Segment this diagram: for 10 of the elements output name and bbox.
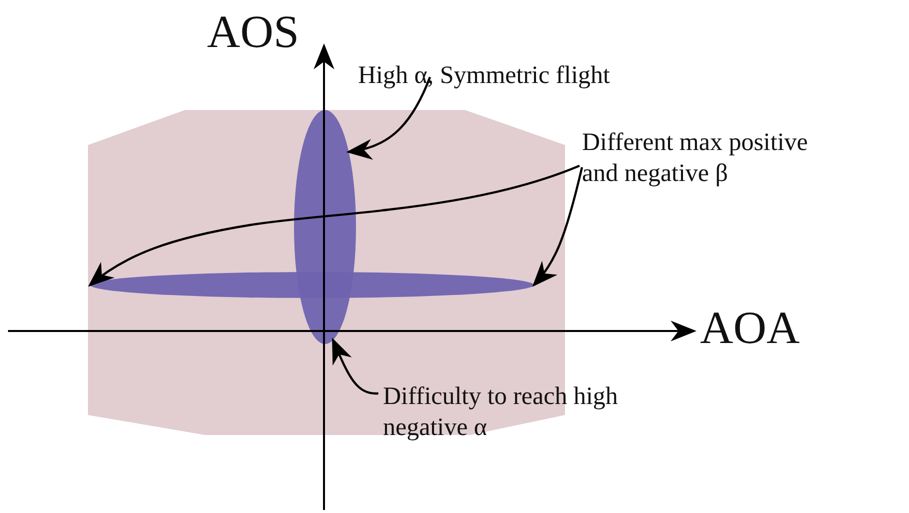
vertical-ellipse <box>294 110 356 344</box>
axis-label: AOA <box>700 304 800 352</box>
callout-text: Different max positive and negative β <box>582 127 832 189</box>
leader-arrow <box>346 76 432 159</box>
leader-arrow <box>332 338 378 394</box>
callout-text: High α, Symmetric flight <box>358 60 718 91</box>
leader-arrow <box>532 167 584 287</box>
leader-arrow <box>88 164 580 287</box>
callout-text: Difficulty to reach high negative α <box>383 381 618 443</box>
axis-label: AOS <box>207 8 300 56</box>
